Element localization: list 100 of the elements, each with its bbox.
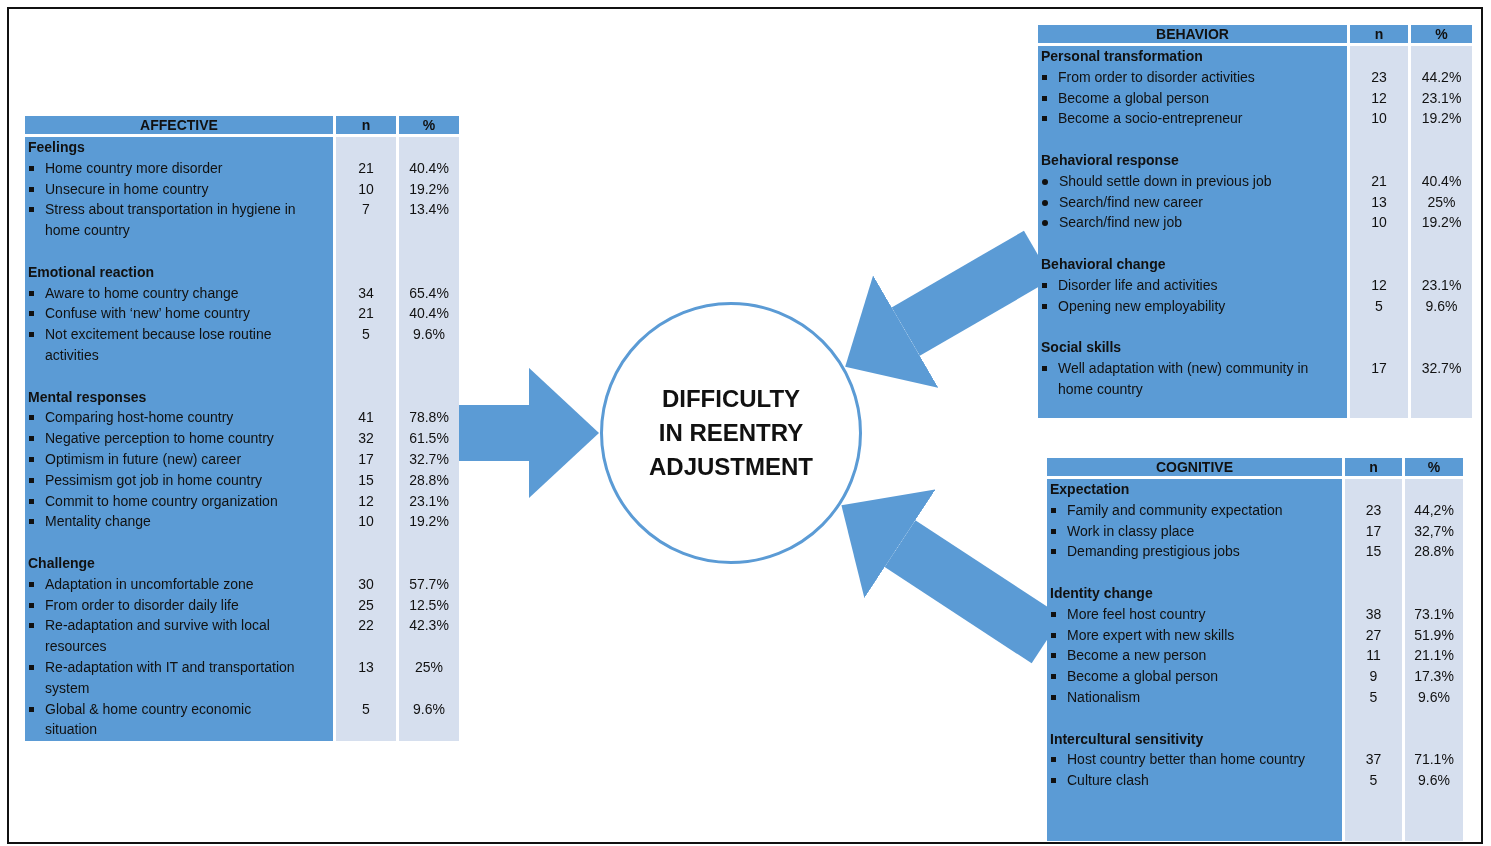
percent-value: 32.7% — [1421, 359, 1462, 376]
count-value: 11 — [1366, 647, 1381, 664]
count-value: 5 — [1369, 772, 1378, 789]
count-value: 13 — [1371, 193, 1387, 210]
item-text: Commit to home country organization — [45, 491, 278, 511]
count-value: 10 — [358, 513, 374, 530]
count-value: 41 — [358, 409, 374, 426]
percent-value: 44,2% — [1414, 501, 1454, 518]
item-text: Search/find new career — [1059, 192, 1203, 212]
percent-value: 23.1% — [409, 492, 449, 509]
item-text: More expert with new skills — [1067, 625, 1235, 645]
percent-value: 73.1% — [1414, 605, 1454, 622]
percent-value: 19.2% — [1421, 110, 1462, 127]
section-heading: Challenge — [27, 553, 95, 573]
item-text: Confuse with ‘new’ home country — [45, 304, 250, 324]
count-value: 34 — [358, 284, 374, 301]
percent-value: 51.9% — [1414, 626, 1454, 643]
count-value: 23 — [1371, 68, 1387, 85]
count-value: 30 — [358, 575, 374, 592]
count-value: 38 — [1365, 605, 1382, 622]
count-value: 15 — [358, 471, 374, 488]
percent-value: 19.2% — [409, 513, 449, 530]
count-value: 32 — [358, 430, 374, 447]
item-text: Not excitement because lose routine activities — [45, 325, 273, 365]
count-value: 17 — [358, 450, 374, 467]
column-header: n — [1350, 25, 1408, 43]
count-value: 12 — [1371, 89, 1387, 106]
percent-value: 9.6% — [1425, 297, 1458, 314]
item-text: Home country more disorder — [45, 158, 223, 178]
item-text: Well adaptation with (new) community in home country — [1058, 358, 1310, 399]
percent-value: 71.1% — [1414, 751, 1454, 768]
item-text: Host country better than home country — [1067, 750, 1306, 770]
percent-value: 25% — [1427, 193, 1456, 210]
section-heading: Mental responses — [27, 387, 147, 407]
column-header: n — [1345, 458, 1402, 476]
percent-value: 23.1% — [1421, 276, 1462, 293]
item-text: Re-adaptation with IT and transportation system — [45, 657, 296, 698]
count-value: 21 — [358, 305, 374, 322]
section-heading: Behavioral response — [1040, 151, 1179, 170]
item-text: Optimism in future (new) career — [45, 449, 242, 469]
count-value: 10 — [1371, 214, 1387, 231]
node-text: DIFFICULTY IN REENTRY ADJUSTMENT — [648, 384, 814, 482]
percent-value: 12.5% — [409, 596, 449, 613]
item-text: Stress about transportation in hygiene in home country — [45, 200, 297, 241]
percent-value: 25% — [415, 658, 443, 675]
percent-value: 61.5% — [409, 430, 449, 447]
item-text: Become a global person — [1067, 667, 1218, 687]
item-text: Work in classy place — [1067, 521, 1195, 541]
item-text: Global & home country economic situation — [45, 699, 253, 740]
item-text: Aware to home country change — [45, 283, 239, 303]
count-value: 12 — [1371, 276, 1387, 293]
column-header: % — [399, 116, 459, 134]
count-value: 5 — [1375, 297, 1383, 314]
table — [1038, 25, 1472, 418]
item-text: Opening new employability — [1058, 296, 1226, 316]
count-value: 15 — [1365, 543, 1382, 560]
item-text: Negative perception to home country — [45, 429, 274, 449]
percent-value: 19.2% — [409, 180, 449, 197]
count-value: 21 — [358, 159, 374, 176]
percent-value: 28.8% — [409, 471, 449, 488]
count-value: 7 — [362, 201, 370, 218]
item-text: Mentality change — [45, 512, 151, 532]
item-text: Disorder life and activities — [1058, 275, 1218, 295]
item-text: Should settle down in previous job — [1059, 171, 1272, 191]
section-heading: Feelings — [27, 138, 85, 157]
percent-value: 65.4% — [409, 284, 449, 301]
count-value: 9 — [1369, 668, 1378, 685]
count-value: 22 — [358, 617, 374, 634]
section-heading: Behavioral change — [1040, 254, 1166, 274]
item-text: Become a global person — [1058, 88, 1209, 108]
table — [25, 116, 459, 741]
count-value: 12 — [358, 492, 374, 509]
count-value: 13 — [358, 658, 374, 675]
percent-value: 9.6% — [413, 700, 445, 717]
percent-value: 32,7% — [1414, 522, 1454, 539]
percent-value: 9.6% — [1418, 772, 1450, 789]
item-text: From order to disorder daily life — [45, 595, 239, 615]
column-header: % — [1405, 458, 1463, 476]
item-text: More feel host country — [1067, 604, 1206, 624]
column-header: COGNITIVE — [1047, 458, 1342, 476]
item-text: Nationalism — [1067, 687, 1141, 707]
section-heading: Intercultural sensitivity — [1049, 729, 1204, 749]
percent-value: 32.7% — [409, 450, 449, 467]
item-text: From order to disorder activities — [1058, 67, 1255, 87]
column-header: % — [1411, 25, 1472, 43]
percent-value: 44.2% — [1421, 68, 1462, 85]
percent-value: 78.8% — [409, 409, 449, 426]
item-text: Family and community expectation — [1067, 500, 1283, 520]
count-value: 5 — [362, 326, 370, 343]
section-heading: Social skills — [1040, 338, 1122, 358]
count-value: 5 — [1369, 688, 1378, 705]
count-value: 5 — [362, 700, 370, 717]
count-value: 17 — [1365, 522, 1382, 539]
column-header: n — [336, 116, 396, 134]
section-heading: Personal transformation — [1040, 47, 1203, 66]
section-heading: Identity change — [1049, 584, 1153, 603]
section-heading: Emotional reaction — [27, 262, 155, 282]
count-value: 25 — [358, 596, 374, 613]
column-header: BEHAVIOR — [1038, 25, 1347, 43]
percent-value: 13.4% — [409, 201, 449, 218]
